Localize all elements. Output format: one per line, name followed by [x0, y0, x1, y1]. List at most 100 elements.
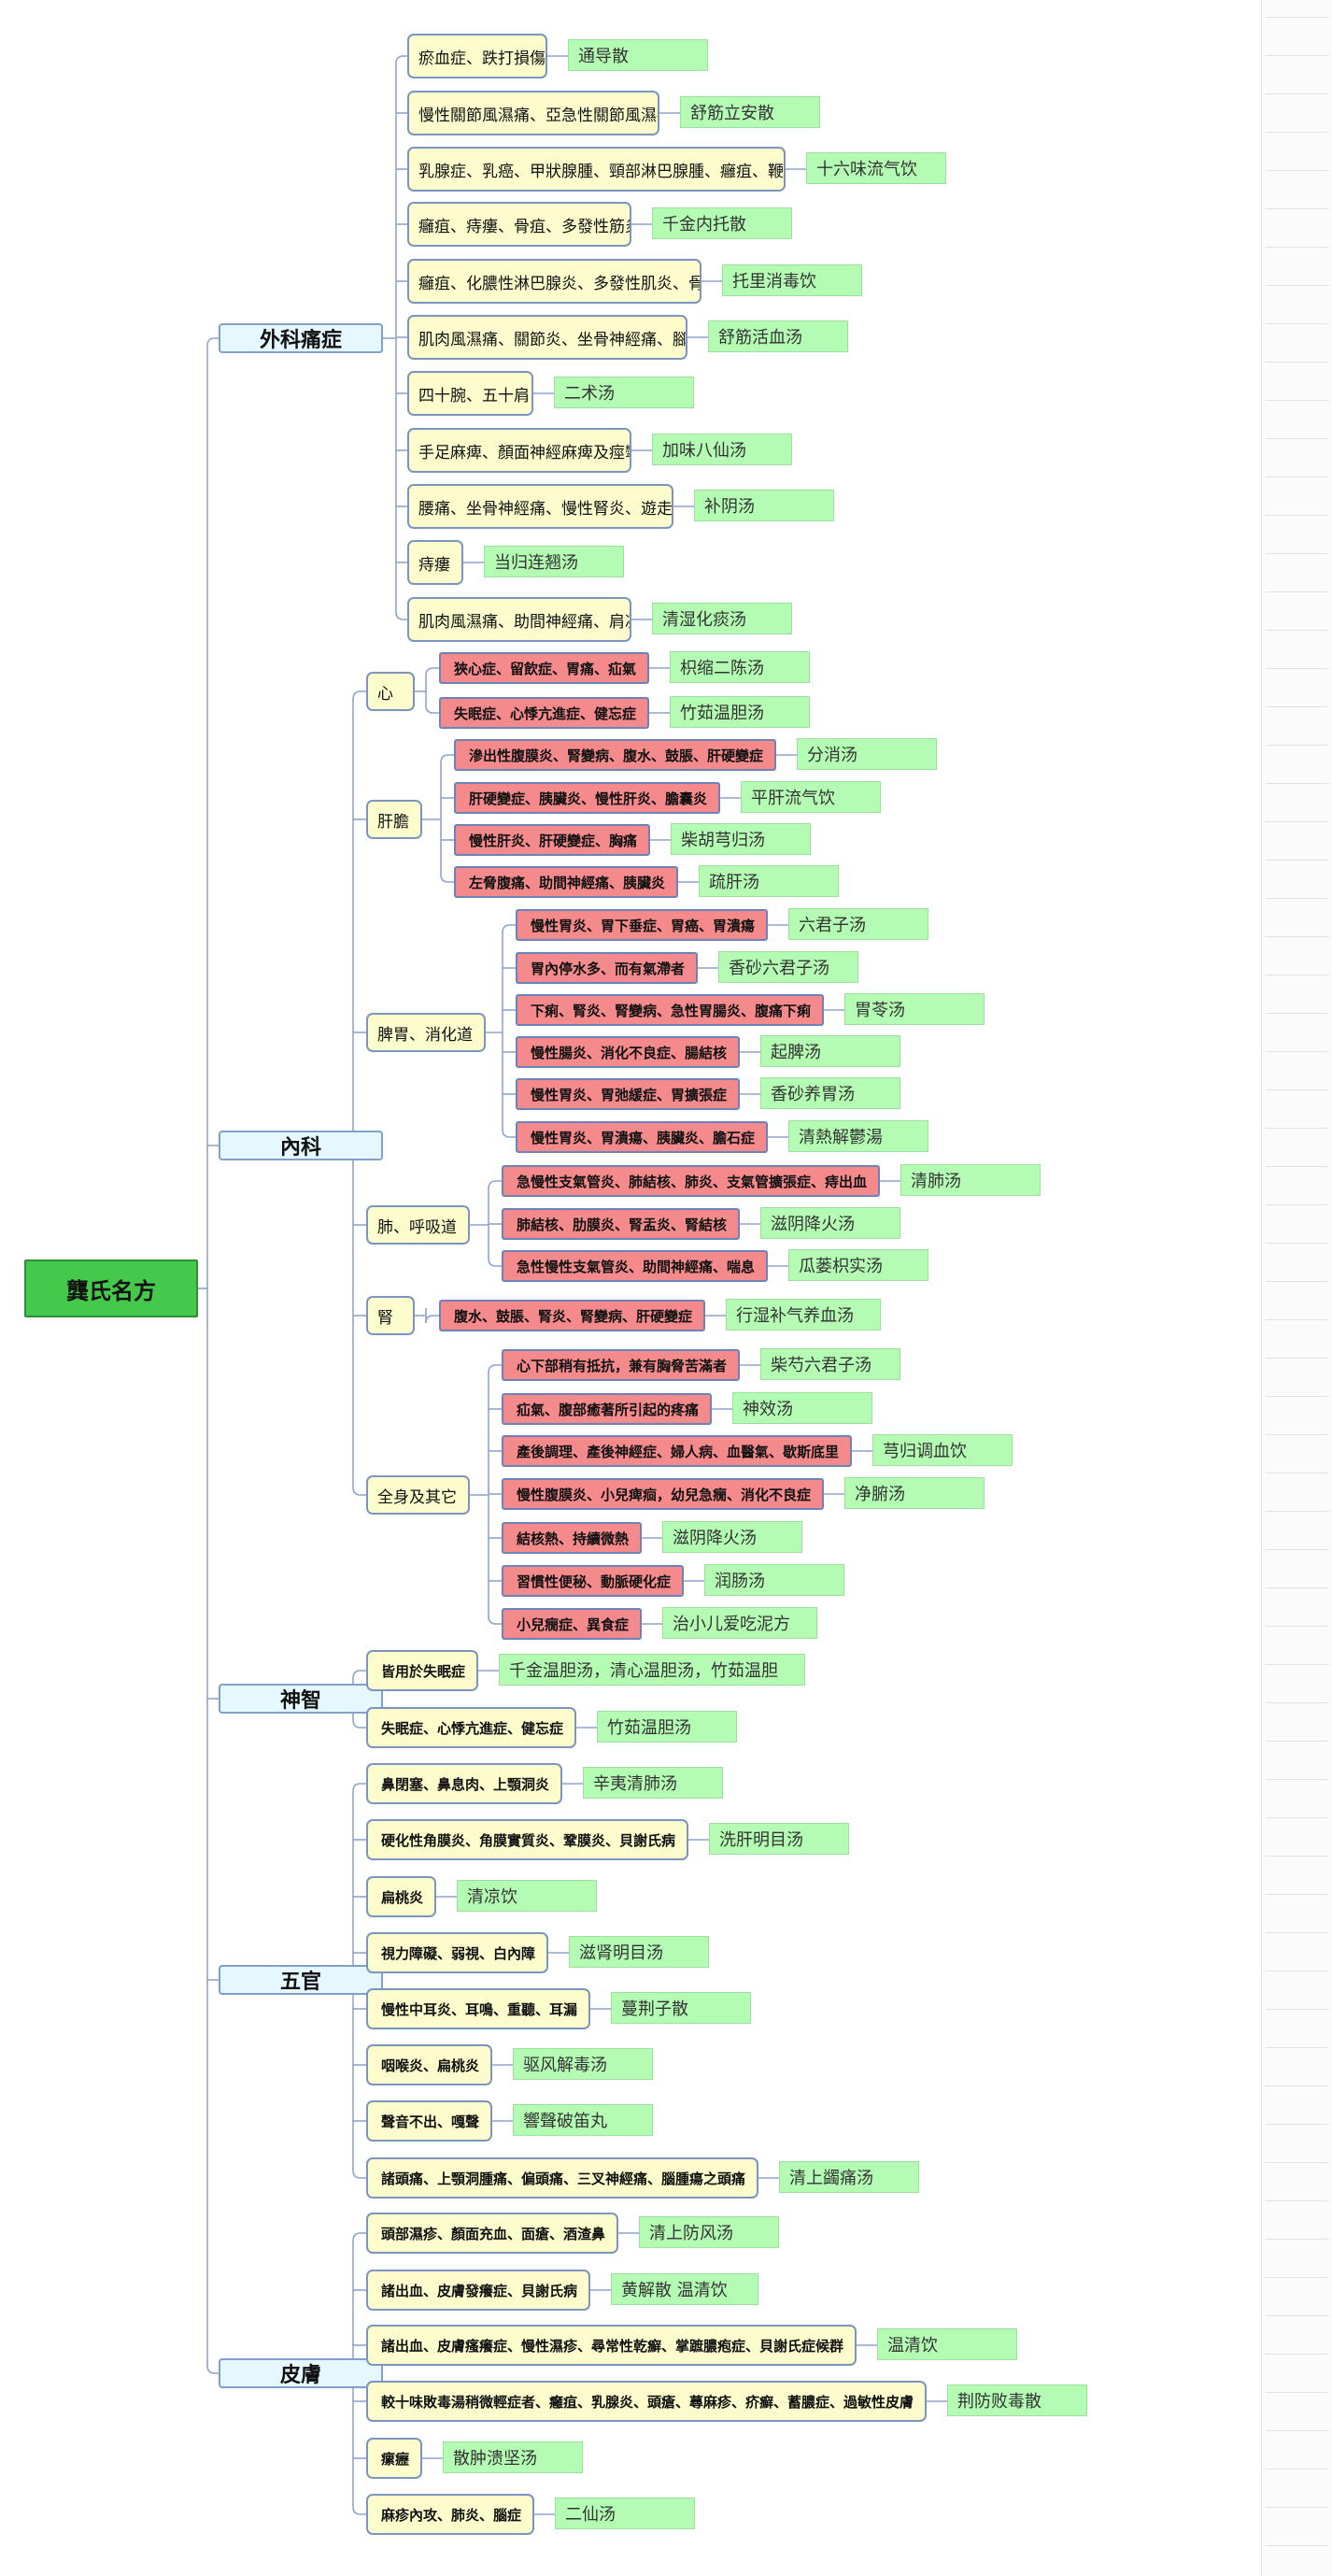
remedy-node-int-5-0[interactable]: 柴芍六君子汤	[760, 1348, 900, 1380]
symptom-node-skin-5[interactable]: 麻疹內攻、肺炎、腦症	[366, 2494, 534, 2535]
symptom-node-int-1-0[interactable]: 滲出性腹膜炎、腎變病、腹水、鼓脹、肝硬變症	[454, 739, 776, 771]
symptom-node-five-0[interactable]: 鼻閉塞、鼻息肉、上顎洞炎	[366, 1763, 562, 1804]
remedy-node-int-5-5[interactable]: 润肠汤	[704, 1564, 844, 1596]
remedy-node-int-2-4[interactable]: 香砂养胃汤	[760, 1077, 900, 1109]
remedy-node-int-3-2[interactable]: 瓜蒌枳实汤	[788, 1249, 928, 1281]
symptom-node-int-3-2[interactable]: 急性慢性支氣管炎、助間神經痛、喘息	[502, 1250, 768, 1282]
symptom-node-int-2-2[interactable]: 下痢、腎炎、腎變病、急性胃腸炎、腹痛下痢	[516, 994, 824, 1026]
remedy-node-int-1-2[interactable]: 柴胡芎归汤	[671, 823, 811, 855]
symptom-node-ext-0[interactable]: 瘀血症、跌打損傷	[407, 34, 547, 78]
remedy-node-int-3-0[interactable]: 清肺汤	[900, 1164, 1041, 1196]
symptom-node-five-7[interactable]: 諸頭痛、上顎洞腫痛、偏頭痛、三叉神經痛、腦腫瘍之頭痛	[366, 2157, 758, 2199]
symptom-node-five-6[interactable]: 聲音不出、嘎聲	[366, 2100, 492, 2142]
symptom-node-int-1-2[interactable]: 慢性肝炎、肝硬變症、胸痛	[454, 824, 650, 856]
symptom-node-ext-5[interactable]: 肌肉風濕痛、關節炎、坐骨神經痛、腳氣	[407, 315, 687, 360]
remedy-node-ext-5[interactable]: 舒筋活血汤	[708, 320, 848, 352]
symptom-node-skin-4[interactable]: 瘰癧	[366, 2438, 422, 2479]
remedy-node-ext-9[interactable]: 当归连翘汤	[484, 546, 624, 577]
symptom-node-ext-9[interactable]: 痔瘻	[407, 540, 463, 585]
symptom-node-skin-0[interactable]: 頭部濕疹、顏面充血、面瘡、酒渣鼻	[366, 2213, 618, 2254]
remedy-node-five-0[interactable]: 辛夷清肺汤	[583, 1767, 723, 1799]
remedy-node-five-1[interactable]: 洗肝明目汤	[709, 1823, 849, 1855]
symptom-node-int-5-1[interactable]: 疝氣、腹部癒著所引起的疼痛	[502, 1393, 712, 1425]
symptom-node-int-5-4[interactable]: 結核熱、持續微熱	[502, 1522, 642, 1554]
symptom-node-mind-0[interactable]: 皆用於失眠症	[366, 1650, 478, 1691]
remedy-node-skin-5[interactable]: 二仙汤	[555, 2498, 695, 2529]
symptom-node-int-2-1[interactable]: 胃內停水多、而有氣滯者	[516, 952, 698, 984]
symptom-node-mind-1[interactable]: 失眠症、心悸亢進症、健忘症	[366, 1707, 576, 1748]
remedy-node-int-2-3[interactable]: 起脾汤	[760, 1035, 900, 1067]
group-node-0[interactable]: 心	[366, 672, 415, 711]
symptom-node-skin-2[interactable]: 諸出血、皮膚瘙癢症、慢性濕疹、尋常性乾癬、掌蹠膿疱症、貝謝氏症候群	[366, 2325, 857, 2366]
symptom-node-int-5-2[interactable]: 產後調理、產後神經症、婦人病、血醫氣、歇斯底里	[502, 1435, 852, 1467]
symptom-node-int-5-0[interactable]: 心下部稍有抵抗，兼有胸脅苦滿者	[502, 1349, 740, 1381]
remedy-node-mind-0[interactable]: 千金温胆汤，清心温胆汤，竹茹温胆	[499, 1654, 805, 1686]
symptom-node-five-2[interactable]: 扁桃炎	[366, 1876, 436, 1917]
symptom-node-five-3[interactable]: 視力障礙、弱視、白內障	[366, 1932, 548, 1973]
symptom-node-five-1[interactable]: 硬化性角膜炎、角膜實質炎、鞏膜炎、貝謝氏病	[366, 1819, 688, 1860]
symptom-node-ext-8[interactable]: 腰痛、坐骨神經痛、慢性腎炎、遊走腎	[407, 484, 673, 529]
symptom-node-int-5-3[interactable]: 慢性腹膜炎、小兒痺痐，幼兒急癇、消化不良症	[502, 1478, 824, 1510]
category-internal-medicine[interactable]: 內科	[219, 1131, 383, 1160]
root-node[interactable]: 龔氏名方	[24, 1260, 198, 1317]
remedy-node-skin-3[interactable]: 荆防败毒散	[947, 2384, 1087, 2416]
category-mind[interactable]: 神智	[219, 1684, 383, 1714]
category-five-senses[interactable]: 五官	[219, 1965, 383, 1995]
remedy-node-five-4[interactable]: 蔓荆子散	[611, 1992, 751, 2024]
group-node-5[interactable]: 全身及其它	[366, 1475, 470, 1515]
symptom-node-ext-1[interactable]: 慢性關節風濕痛、亞急性關節風濕痛	[407, 91, 659, 135]
symptom-node-five-4[interactable]: 慢性中耳炎、耳鳴、重聽、耳漏	[366, 1988, 590, 2029]
symptom-node-int-2-3[interactable]: 慢性腸炎、消化不良症、腸結核	[516, 1036, 740, 1068]
symptom-node-int-4-0[interactable]: 腹水、鼓脹、腎炎、腎變病、肝硬變症	[439, 1300, 705, 1331]
remedy-node-int-5-6[interactable]: 治小儿爱吃泥方	[662, 1607, 817, 1639]
symptom-node-skin-1[interactable]: 諸出血、皮膚發癢症、貝謝氏病	[366, 2270, 590, 2311]
remedy-node-int-0-1[interactable]: 竹茹温胆汤	[670, 696, 810, 728]
remedy-node-int-5-3[interactable]: 净腑汤	[844, 1477, 985, 1509]
symptom-node-int-0-0[interactable]: 狹心症、留飲症、胃痛、疝氣	[439, 652, 649, 684]
symptom-node-int-5-5[interactable]: 習慣性便秘、動脈硬化症	[502, 1565, 684, 1597]
symptom-node-int-2-5[interactable]: 慢性胃炎、胃潰瘍、胰臟炎、膽石症	[516, 1121, 768, 1153]
symptom-node-ext-7[interactable]: 手足麻痺、顏面神經麻痺及痙攣	[407, 428, 631, 473]
remedy-node-skin-1[interactable]: 黄解散 温清饮	[611, 2273, 758, 2305]
remedy-node-int-0-0[interactable]: 枳缩二陈汤	[670, 651, 810, 683]
remedy-node-int-2-5[interactable]: 清熱解鬱湯	[788, 1120, 928, 1152]
remedy-node-skin-2[interactable]: 温清饮	[877, 2328, 1017, 2360]
symptom-node-int-1-1[interactable]: 肝硬變症、胰臟炎、慢性肝炎、膽囊炎	[454, 782, 720, 814]
remedy-node-int-4-0[interactable]: 行湿补气养血汤	[726, 1299, 881, 1331]
remedy-node-ext-4[interactable]: 托里消毒饮	[722, 264, 862, 296]
remedy-node-ext-8[interactable]: 补阴汤	[694, 490, 834, 521]
remedy-node-int-2-0[interactable]: 六君子汤	[788, 908, 928, 940]
remedy-node-ext-7[interactable]: 加味八仙汤	[652, 434, 792, 465]
remedy-node-mind-1[interactable]: 竹茹温胆汤	[597, 1711, 737, 1743]
symptom-node-ext-6[interactable]: 四十腕、五十肩	[407, 371, 533, 416]
symptom-node-ext-10[interactable]: 肌肉風濕痛、助間神經痛、肩凝	[407, 597, 631, 642]
remedy-node-int-5-1[interactable]: 神效汤	[732, 1392, 872, 1424]
remedy-node-five-3[interactable]: 滋肾明目汤	[569, 1936, 709, 1968]
remedy-node-ext-3[interactable]: 千金内托散	[652, 207, 792, 239]
remedy-node-int-1-3[interactable]: 疏肝汤	[699, 865, 839, 897]
remedy-node-ext-2[interactable]: 十六味流气饮	[806, 152, 946, 184]
category-skin[interactable]: 皮膚	[219, 2358, 383, 2388]
remedy-node-five-5[interactable]: 驱风解毒汤	[513, 2048, 653, 2080]
symptom-node-int-5-6[interactable]: 小兒癇症、異食症	[502, 1608, 642, 1640]
remedy-node-int-3-1[interactable]: 滋阴降火汤	[760, 1207, 900, 1239]
symptom-node-five-5[interactable]: 咽喉炎、扁桃炎	[366, 2044, 492, 2085]
group-node-3[interactable]: 肺、呼吸道	[366, 1205, 470, 1245]
remedy-node-five-6[interactable]: 響聲破笛丸	[513, 2104, 653, 2136]
remedy-node-int-1-0[interactable]: 分消汤	[797, 738, 937, 770]
remedy-node-skin-4[interactable]: 散肿溃坚汤	[443, 2441, 583, 2473]
remedy-node-ext-0[interactable]: 通导散	[568, 39, 708, 71]
remedy-node-int-5-4[interactable]: 滋阴降火汤	[662, 1521, 802, 1553]
remedy-node-int-2-1[interactable]: 香砂六君子汤	[718, 951, 858, 983]
remedy-node-five-2[interactable]: 清凉饮	[457, 1880, 597, 1912]
remedy-node-ext-1[interactable]: 舒筋立安散	[680, 96, 820, 128]
remedy-node-int-2-2[interactable]: 胃苓汤	[844, 993, 985, 1025]
symptom-node-skin-3[interactable]: 較十味敗毒湯稍微輕症者、癰疽、乳腺炎、頭瘡、蕁麻疹、疥癬、蓄膿症、過敏性皮膚	[366, 2381, 927, 2422]
symptom-node-ext-3[interactable]: 癰疽、痔瘻、骨疽、多發性筋炎	[407, 202, 631, 247]
symptom-node-int-2-0[interactable]: 慢性胃炎、胃下垂症、胃癌、胃潰瘍	[516, 909, 768, 941]
remedy-node-int-5-2[interactable]: 芎归调血饮	[872, 1434, 1013, 1466]
remedy-node-skin-0[interactable]: 清上防风汤	[639, 2216, 779, 2248]
symptom-node-int-3-1[interactable]: 肺結核、肋膜炎、腎盂炎、腎結核	[502, 1208, 740, 1240]
remedy-node-five-7[interactable]: 清上蠲痛汤	[779, 2161, 919, 2193]
remedy-node-ext-10[interactable]: 清湿化痰汤	[652, 603, 792, 634]
